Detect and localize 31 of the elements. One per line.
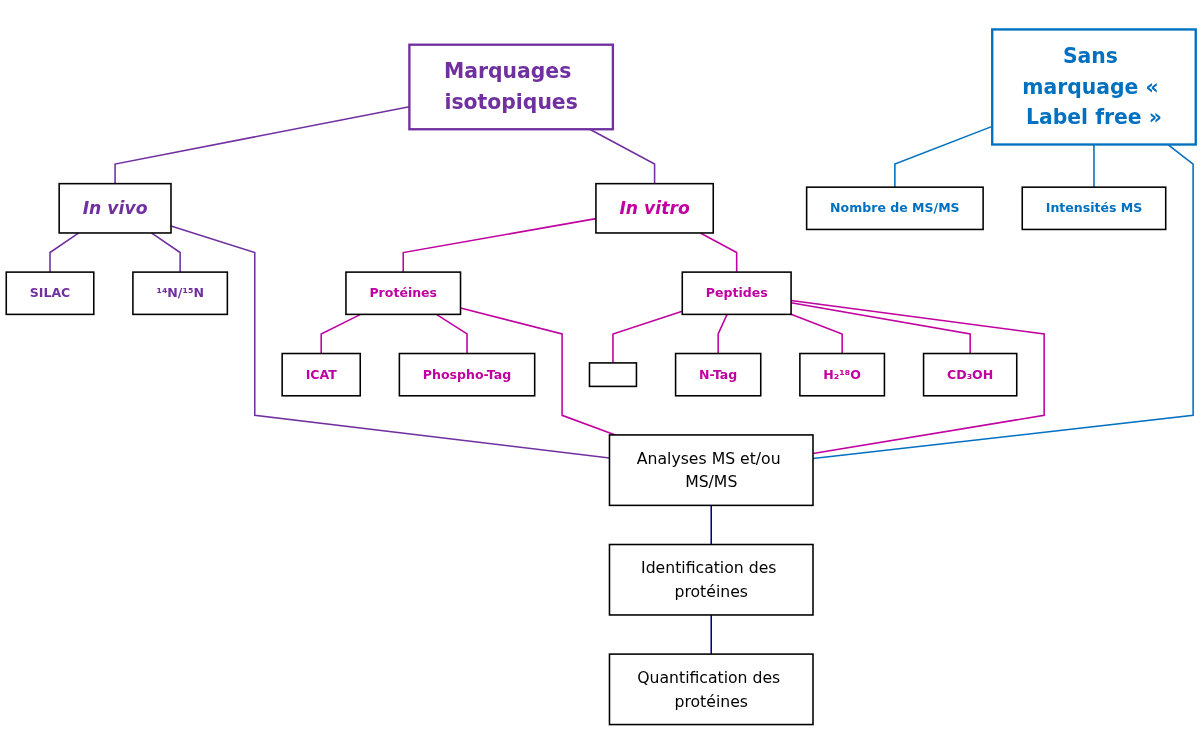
- node-box: Peptides: [681, 271, 792, 316]
- node-box: Analyses MS et/ou MS/MS: [608, 434, 814, 507]
- node-box: Quantification des protéines: [608, 653, 814, 726]
- node-box: N-Tag: [674, 352, 762, 397]
- connector: [894, 125, 993, 188]
- node-box: Identification des protéines: [608, 543, 814, 616]
- node-box: Intensités MS: [1021, 186, 1167, 231]
- connector: [49, 232, 80, 273]
- node-box: ICAT: [281, 352, 362, 397]
- node-box: Protéines: [345, 271, 462, 316]
- node-box: In vivo: [58, 182, 172, 234]
- node-box: H₂¹⁸O: [799, 352, 886, 397]
- connector: [710, 614, 713, 655]
- connector: [150, 232, 181, 273]
- connector: [790, 301, 971, 355]
- node-box: Nombre de MS/MS: [805, 186, 984, 231]
- node-box: Marquages isotopiques: [408, 43, 615, 131]
- connector: [790, 299, 1045, 455]
- node-box: Phospho-Tag: [398, 352, 536, 397]
- connector: [435, 313, 468, 355]
- connector: [320, 313, 362, 355]
- connector: [790, 313, 843, 355]
- connector: [699, 232, 738, 273]
- connector: [717, 313, 728, 355]
- node-box: ¹⁴N/¹⁵N: [132, 271, 229, 316]
- connector: [710, 504, 713, 546]
- node-box: Sans marquage « Label free »: [991, 28, 1197, 146]
- node-box: CD₃OH: [922, 352, 1018, 397]
- node-box: In vitro: [595, 182, 715, 234]
- node-box: [588, 362, 638, 388]
- node-box: SILAC: [5, 271, 95, 316]
